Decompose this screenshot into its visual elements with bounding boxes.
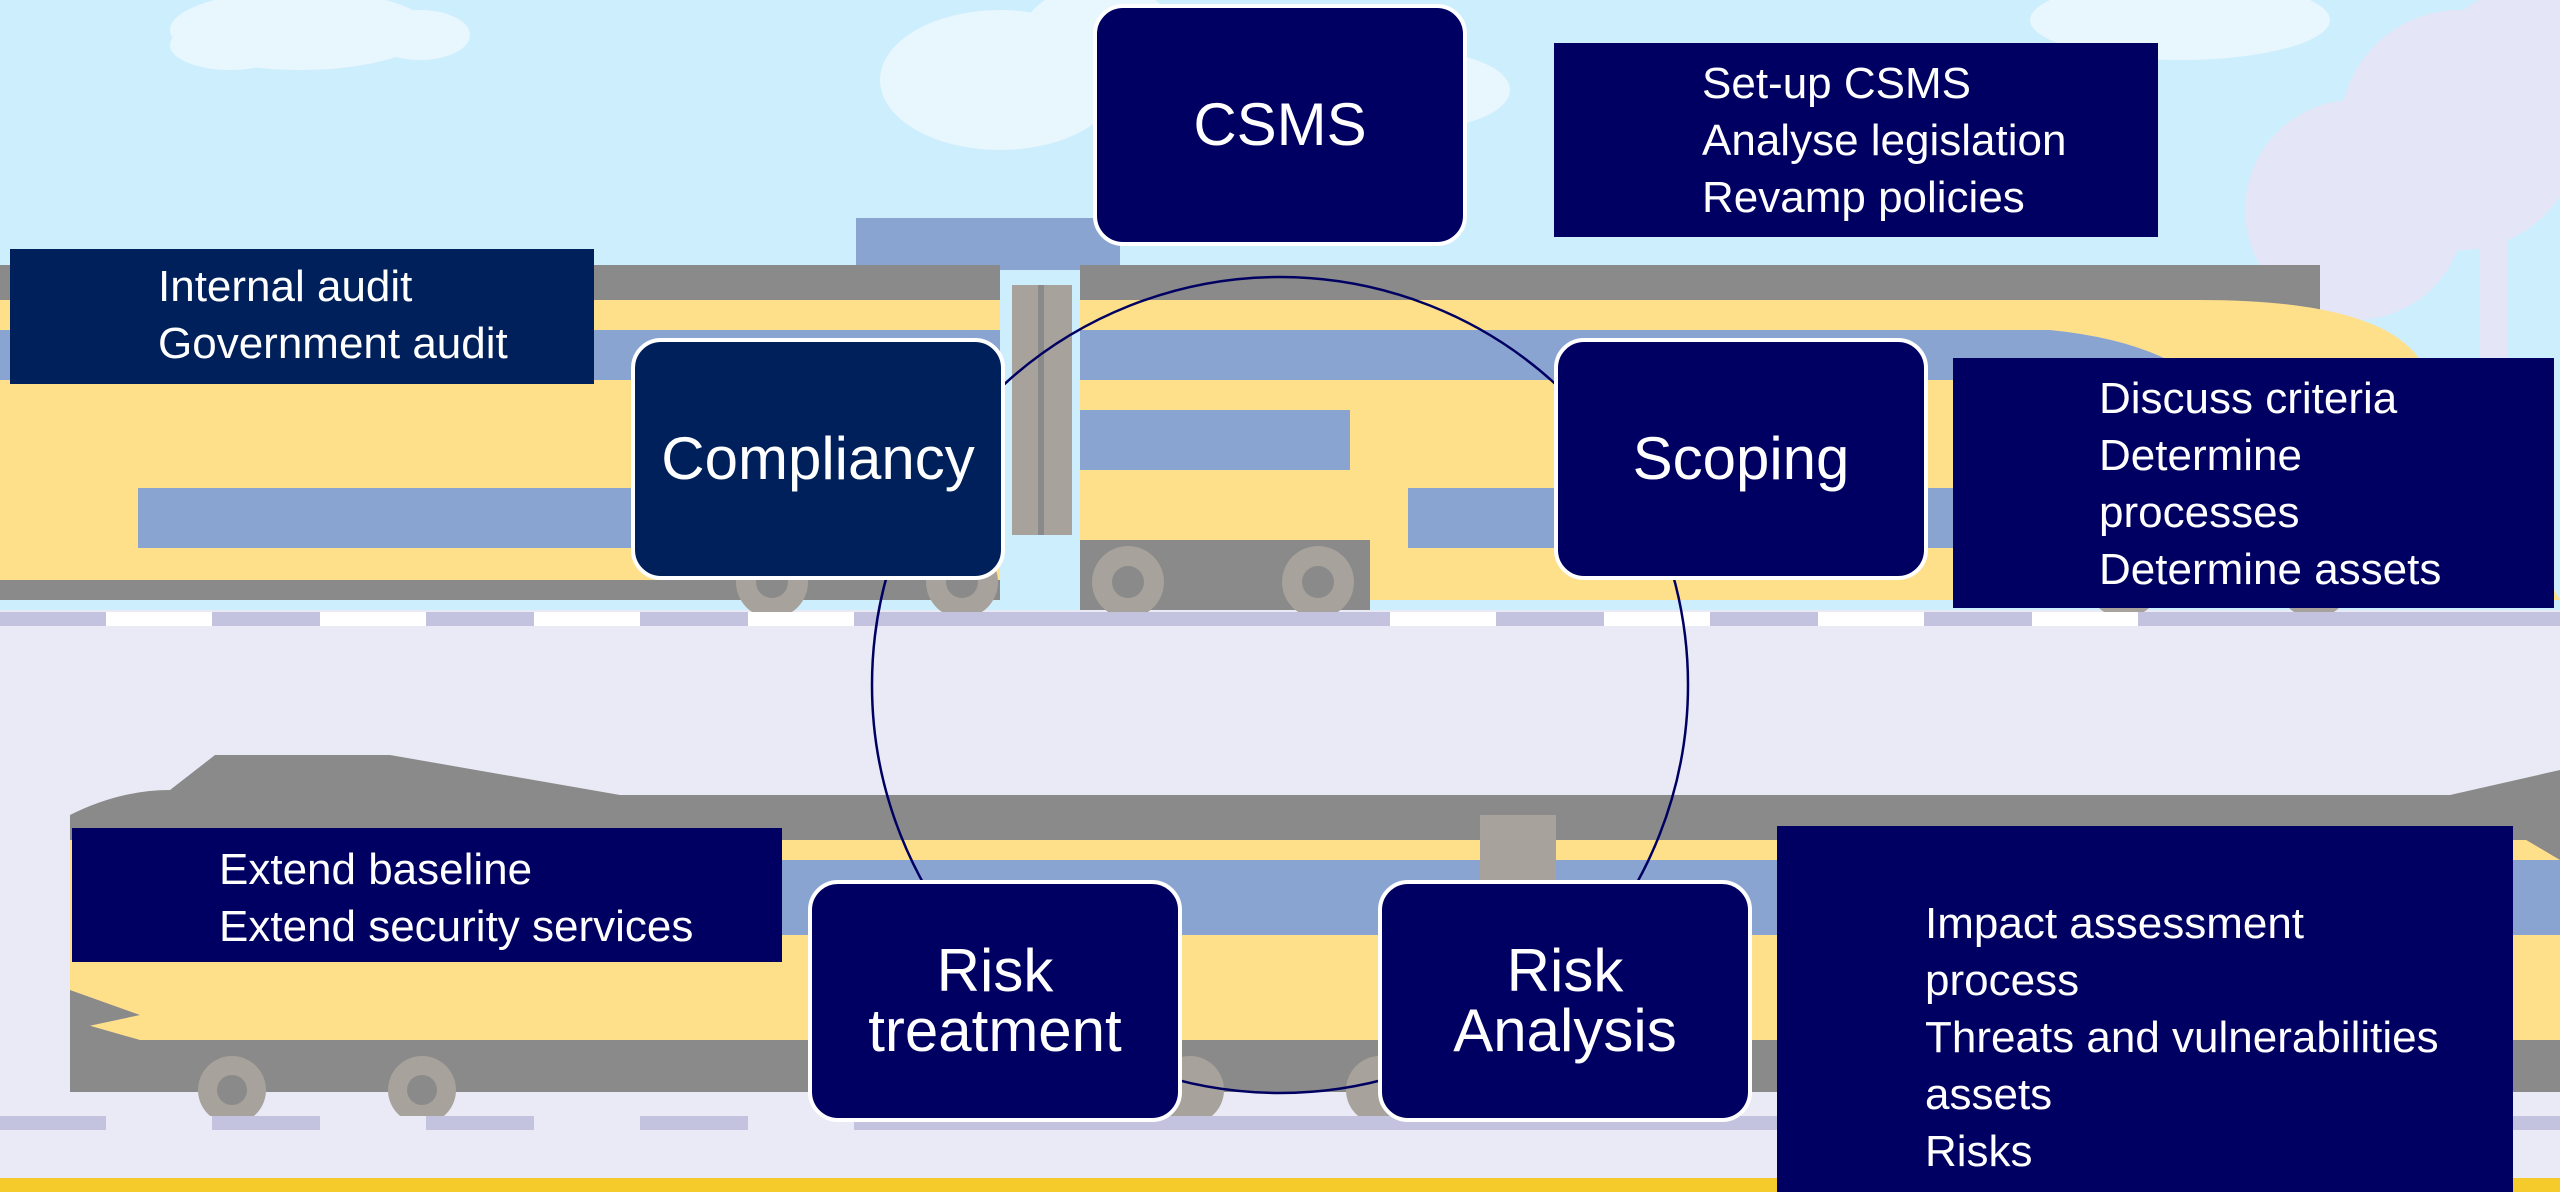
note-item: Analyse legislation — [1702, 116, 2067, 165]
note-item: Risks — [1925, 1127, 2033, 1176]
risk-analysis-node: Risk Analysis — [1378, 880, 1752, 1122]
note-item: Threats and vulnerabilities — [1925, 1013, 2439, 1062]
note-item: processes — [2099, 488, 2300, 537]
note-item: Determine assets — [2099, 545, 2442, 594]
note-item: assets — [1925, 1070, 2053, 1119]
note-item: Extend baseline — [219, 845, 533, 894]
note-item: Government audit — [158, 319, 508, 368]
note-item: Extend security services — [219, 902, 694, 951]
note-item: Internal audit — [158, 262, 413, 311]
note-item: process — [1925, 956, 2080, 1005]
scoping-notes: Discuss criteria Determine processes Det… — [1953, 358, 2554, 608]
compliancy-node: Compliancy — [631, 338, 1005, 580]
note-item: Discuss criteria — [2099, 374, 2398, 423]
csms-notes: Set-up CSMS Analyse legislation Revamp p… — [1554, 43, 2158, 237]
note-item: Set-up CSMS — [1702, 59, 1971, 108]
scoping-node: Scoping — [1554, 338, 1928, 580]
risk-analysis-notes: Impact assessment process Threats and vu… — [1777, 826, 2513, 1192]
note-item: Impact assessment — [1925, 899, 2305, 948]
risk-treatment-notes: Extend baseline Extend security services — [72, 828, 782, 962]
risk-treatment-node: Risk treatment — [808, 880, 1182, 1122]
cycle-connector-ring — [870, 275, 1690, 1095]
csms-node: CSMS — [1093, 4, 1467, 246]
tree-icon — [2245, 0, 2560, 400]
compliancy-notes: Internal audit Government audit — [10, 249, 594, 384]
note-item: Determine — [2099, 431, 2302, 480]
note-item: Revamp policies — [1702, 173, 2025, 222]
